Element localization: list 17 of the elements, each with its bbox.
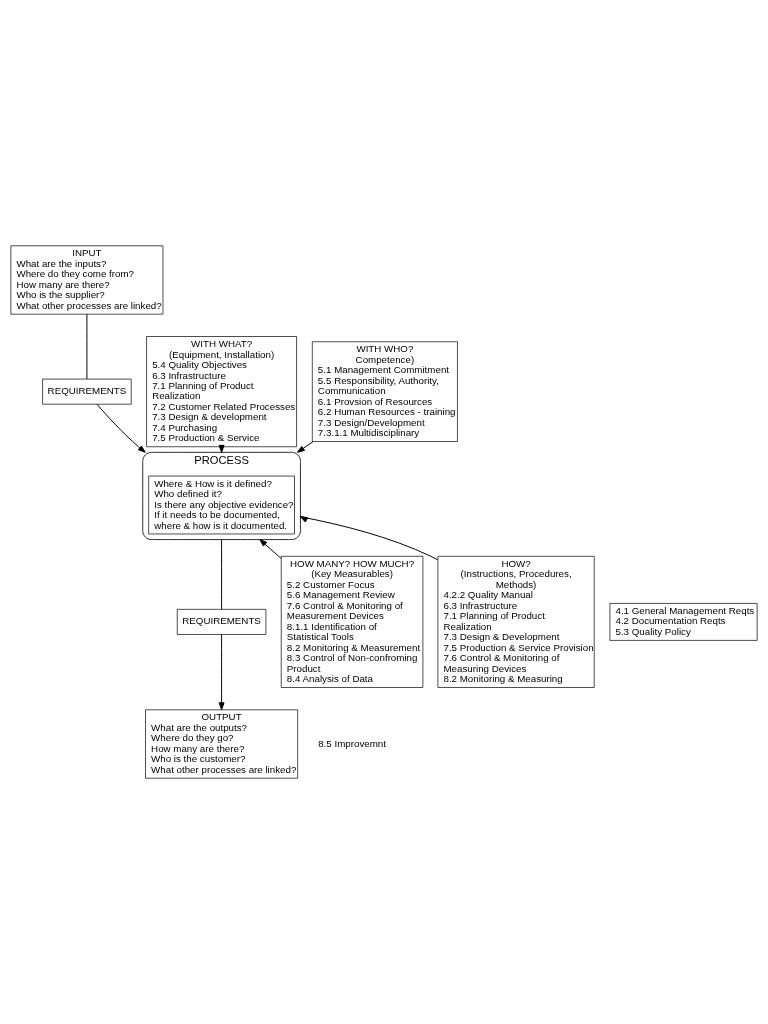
node-box: WITH WHO? Competence) 5.1 Management Commitment 5.5 Responsibility, Authority, Communication 6.1 Provsion of Resources 6.2 Human Resources - training 7.3 Design/Development 7.3.1.1 Multidisciplinary — [311, 341, 458, 442]
node-box: HOW MANY? HOW MUCH? (Key Measurables) 5.2 Customer Focus 5.6 Management Review 7.6 Control & Monitoring of Measurement Devices 8.1.1 Identification of Statistical Tools 8.2 Monitoring & Measurement 8.3 Control of Non-confroming Product 8.4 Analysis of Data — [280, 555, 424, 688]
arrow — [218, 634, 225, 711]
arrow — [299, 515, 439, 561]
node-box: OUTPUT What are the outputs? Where do they go? How many are there? Who is the customer? What other processes are linked? — [145, 709, 298, 779]
arrow — [259, 539, 282, 559]
connector — [86, 313, 88, 380]
arrow — [96, 403, 146, 453]
node-box: REQUIREMENTS — [42, 378, 132, 405]
arrow — [296, 441, 314, 453]
node-box: INPUT What are the inputs? Where do they come from? How many are there? Who is the supplier? What other processes are linked? — [10, 245, 164, 315]
label: 8.5 Improvemnt — [318, 737, 386, 749]
node-box: 4.1 General Management Reqts 4.2 Documentation Reqts 5.3 Quality Policy — [609, 603, 758, 641]
connector — [221, 539, 223, 610]
node-box: HOW? (Instructions, Procedures, Methods) 4.2.2 Quality Manual 6.3 Infrastructure 7.1 Planning of Product Realization 7.3 Design & Development 7.5 Production & Service Provision 7.6 Control & Monitoring of Measuring Devices 8.2 Monitoring & Measuring — [437, 555, 595, 688]
node-box: REQUIREMENTS — [176, 609, 267, 635]
node-box: Where & How is it defined? Who defined it? Is there any objective evidence? If it needs to be documented, where & how is it documented. — [148, 475, 295, 535]
